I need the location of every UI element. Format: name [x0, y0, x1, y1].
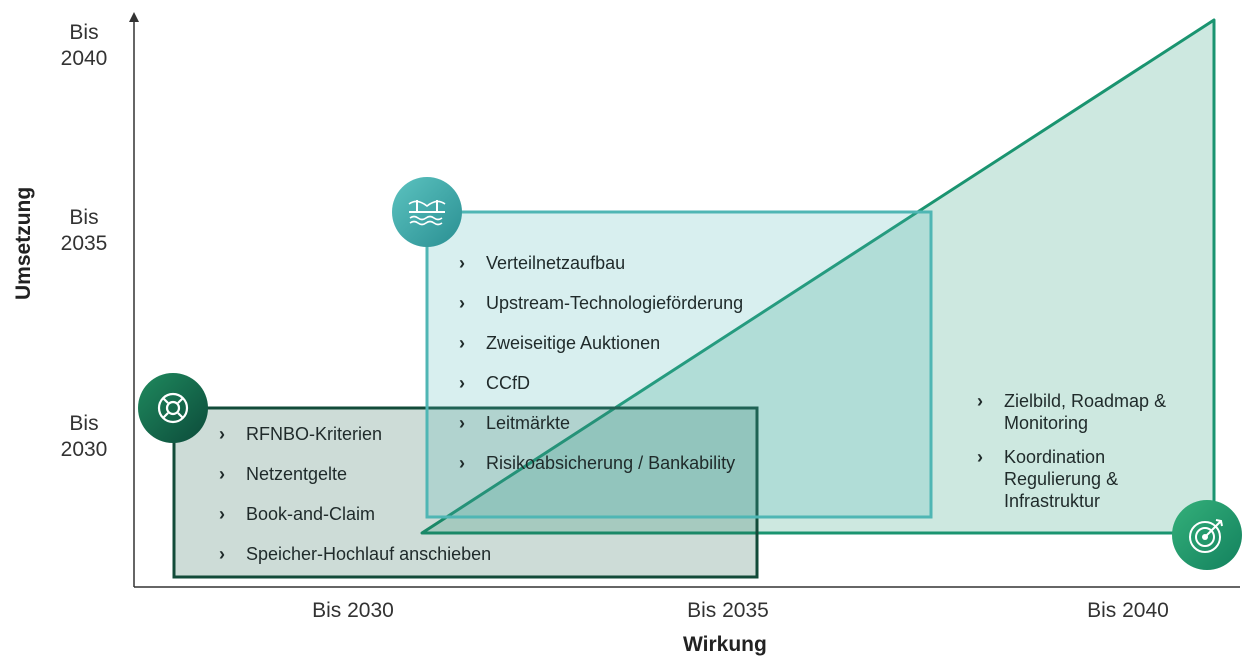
teal-box	[425, 210, 933, 519]
list-item-label: CCfD	[486, 373, 530, 393]
y-tick-2035-line1: Bis	[69, 206, 99, 229]
list-item-label: Book-and-Claim	[246, 504, 376, 524]
chevron-right-icon: ›	[459, 413, 465, 433]
dark-box	[172, 406, 759, 579]
list-item: › Speicher-Hochlauf anschieben	[219, 542, 491, 582]
y-tick-2035: Bis 2035	[40, 205, 128, 257]
list-item-label: Speicher-Hochlauf anschieben	[246, 544, 492, 564]
axes	[129, 12, 1240, 588]
x-tick-2030: Bis 2030	[312, 599, 394, 622]
list-item-label: Verteilnetzaufbau	[486, 253, 626, 273]
list-item: › Zielbild, Roadmap & Monitoring	[977, 390, 1177, 434]
list-item: › Risikoabsicherung / Bankability	[459, 451, 743, 491]
y-tick-2030: Bis 2030	[40, 411, 128, 463]
chevron-right-icon: ›	[219, 544, 225, 564]
list-item: › Leitmärkte	[459, 411, 743, 451]
list-item: › Book-and-Claim	[219, 502, 491, 542]
list-item-label: Netzentgelte	[246, 464, 348, 484]
chevron-right-icon: ›	[459, 373, 465, 393]
teal-box-list: › Verteilnetzaufbau › Upstream-Technologie…	[459, 251, 743, 491]
lifebuoy-icon	[138, 373, 208, 443]
list-item-label: Upstream-Technologieförderung	[486, 293, 744, 313]
dark-box-list: › RFNBO-Kriterien › Netzentgelte › Book-and…	[219, 422, 491, 582]
y-tick-2040-line2: 2040	[60, 47, 108, 70]
y-tick-2040-line1: Bis	[69, 21, 99, 44]
x-axis-title: Wirkung	[683, 633, 767, 656]
y-axis-title: Umsetzung	[12, 186, 35, 300]
list-item: › Upstream-Technologieförderung	[459, 291, 743, 331]
chevron-right-icon: ›	[459, 253, 465, 273]
chevron-right-icon: ›	[977, 447, 983, 467]
y-tick-2035-line2: 2035	[60, 232, 108, 255]
list-item: › Verteilnetzaufbau	[459, 251, 743, 291]
chevron-right-icon: ›	[977, 391, 983, 411]
list-item-label: Zielbild, Roadmap & Monitoring	[1004, 391, 1167, 433]
chevron-right-icon: ›	[219, 464, 225, 484]
chevron-right-icon: ›	[459, 333, 465, 353]
x-tick-2040: Bis 2040	[1087, 599, 1169, 622]
list-item-label: Zweiseitige Auktionen	[486, 333, 661, 353]
chevron-right-icon: ›	[219, 504, 225, 524]
chevron-right-icon: ›	[219, 424, 225, 444]
y-tick-2040: Bis 2040	[40, 20, 128, 72]
bridge-icon	[392, 177, 462, 247]
list-item-label: Risikoabsicherung / Bankability	[486, 453, 736, 473]
list-item-label: RFNBO-Kriterien	[246, 424, 383, 444]
x-tick-2035: Bis 2035	[687, 599, 769, 622]
y-tick-2030-line1: Bis	[69, 412, 99, 435]
list-item: › Netzentgelte	[219, 462, 491, 502]
list-item-label: Leitmärkte	[486, 413, 571, 433]
chevron-right-icon: ›	[459, 453, 465, 473]
list-item: › Zweiseitige Auktionen	[459, 331, 743, 371]
list-item: › Koordination Regulierung & Infrastruktu…	[977, 446, 1177, 512]
list-item: › RFNBO-Kriterien	[219, 422, 491, 462]
target-icon	[1172, 500, 1242, 570]
y-axis-arrow	[129, 12, 139, 22]
chevron-right-icon: ›	[459, 293, 465, 313]
triangle-list: › Zielbild, Roadmap & Monitoring › Koordin…	[977, 390, 1177, 524]
list-item: › CCfD	[459, 371, 743, 411]
list-item-label: Koordination Regulierung & Infrastruktur	[1004, 447, 1119, 511]
triangle-area	[420, 18, 1216, 535]
y-tick-2030-line2: 2030	[60, 438, 108, 461]
